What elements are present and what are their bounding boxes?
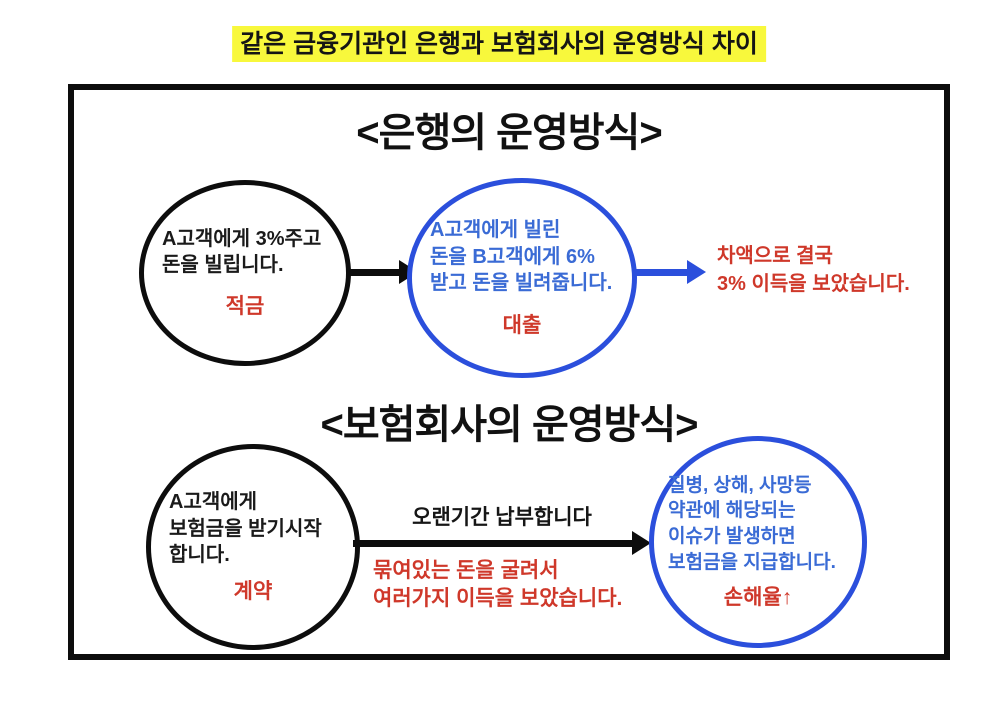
loan-circle-label: 대출 [502,313,542,337]
page-title: 같은 금융기관인 은행과 보험회사의 운영방식 차이 [232,26,766,62]
premium-payment-label: 오랜기간 납부합니다 [412,506,592,529]
payout-circle-label: 손해율↑ [723,586,793,610]
contract-circle: A고객에게 보험금을 받기시작 합니다. 계약 [146,444,360,650]
arrow-head-icon [687,260,706,284]
bank-section-title: <은행의 운영방식> [356,111,662,155]
contract-circle-text: A고객에게 보험금을 받기시작 합니다. [169,491,322,567]
deposit-circle: A고객에게 3%주고 돈을 빌립니다. 적금 [139,180,351,366]
arrow-shaft [349,268,399,276]
loan-circle-text: A고객에게 빌린 돈을 B고객에게 6% 받고 돈을 빌려줍니다. [430,219,613,295]
arrow-shaft [353,539,632,547]
bank-result-text: 차액으로 결국 3% 이득을 보았습니다. [717,245,910,295]
deposit-circle-text: A고객에게 3%주고 돈을 빌립니다. [162,227,322,276]
insurance-section-title: <보험회사의 운영방식> [320,403,698,447]
arrow-contract-to-payout-icon [353,531,651,555]
insurer-profit-label: 묶여있는 돈을 굴려서 여러가지 이득을 보았습니다. [373,559,623,610]
contract-circle-label: 계약 [233,579,273,603]
payout-circle: 질병, 상해, 사망등 약관에 해당되는 이슈가 발생하면 보험금을 지급합니다… [649,436,867,648]
arrow-shaft [635,268,687,276]
deposit-circle-label: 적금 [225,295,265,319]
arrow-loan-to-result-icon [635,260,706,284]
payout-circle-text: 질병, 상해, 사망등 약관에 해당되는 이슈가 발생하면 보험금을 지급합니다… [668,474,836,573]
arrow-head-icon [632,531,651,555]
loan-circle: A고객에게 빌린 돈을 B고객에게 6% 받고 돈을 빌려줍니다. 대출 [407,178,637,378]
